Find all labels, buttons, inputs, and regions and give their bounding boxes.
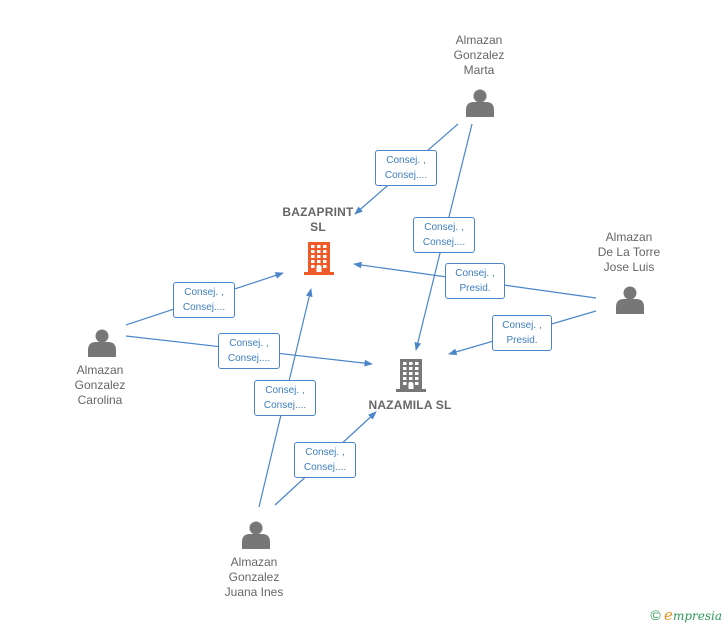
person-node-juana[interactable]: Almazan Gonzalez Juana Ines <box>199 555 309 600</box>
company-node-bazaprint[interactable]: BAZAPRINT SL <box>268 205 368 235</box>
building-icon[interactable] <box>396 359 426 392</box>
company-name-line: SL <box>310 220 326 234</box>
brand-logo[interactable]: © empresia <box>650 606 722 624</box>
edge-label-line: Consej. , <box>502 320 542 331</box>
edge-label-line: Consej.... <box>422 237 466 248</box>
edge-label-line: Consej. , <box>386 155 426 166</box>
person-name-line: Gonzalez <box>74 378 126 392</box>
edge-label-line: Consej.... <box>227 353 271 364</box>
person-node-jose[interactable]: Almazan De La Torre Jose Luis <box>574 230 684 275</box>
person-name-line: Juana Ines <box>224 585 284 599</box>
company-name-line: BAZAPRINT <box>282 205 354 219</box>
brand-name-rest: mpresia <box>672 609 722 623</box>
copyright-symbol: © <box>650 607 661 623</box>
person-icon[interactable] <box>242 521 270 550</box>
person-name-line: Gonzalez <box>453 48 505 62</box>
person-name-line: Almazan <box>230 555 278 569</box>
person-name-line: Almazan <box>605 230 653 244</box>
edge-label-line: Presid. <box>506 335 538 346</box>
person-icon[interactable] <box>466 89 494 118</box>
brand-initial: e <box>664 606 673 624</box>
edge-label-line: Consej. , <box>265 385 305 396</box>
edge-label-line: Consej.... <box>182 302 226 313</box>
company-node-nazamila[interactable]: NAZAMILA SL <box>355 398 465 413</box>
person-name-line: Marta <box>463 63 495 77</box>
edge-label-line: Consej.... <box>303 462 347 473</box>
edge-label-line: Consej.... <box>384 170 428 181</box>
edge-label-jose-nazamila[interactable]: Consej. , Presid. <box>492 315 552 351</box>
edge-label-line: Consej. , <box>305 447 345 458</box>
company-name-line: NAZAMILA SL <box>368 398 452 412</box>
person-name-line: Almazan <box>455 33 503 47</box>
person-node-marta[interactable]: Almazan Gonzalez Marta <box>424 33 534 78</box>
building-icon[interactable] <box>304 242 334 275</box>
person-name-line: Gonzalez <box>228 570 280 584</box>
edge-label-line: Consej.... <box>263 400 307 411</box>
person-name-line: Almazan <box>76 363 124 377</box>
edge-label-line: Consej. , <box>424 222 464 233</box>
edge-label-juana-bazaprint[interactable]: Consej. , Consej.... <box>254 380 316 416</box>
person-icon[interactable] <box>616 286 644 315</box>
icons-layer <box>88 89 644 550</box>
edge-label-jose-bazaprint[interactable]: Consej. , Presid. <box>445 263 505 299</box>
person-name-line: De La Torre <box>597 245 661 259</box>
edge-label-juana-nazamila[interactable]: Consej. , Consej.... <box>294 442 356 478</box>
edge-label-carolina-bazaprint[interactable]: Consej. , Consej.... <box>173 282 235 318</box>
edge-label-line: Consej. , <box>229 338 269 349</box>
edge-label-marta-nazamila[interactable]: Consej. , Consej.... <box>413 217 475 253</box>
edge-label-line: Consej. , <box>184 287 224 298</box>
edge-label-line: Presid. <box>459 283 491 294</box>
person-name-line: Jose Luis <box>603 260 655 274</box>
edge-label-line: Consej. , <box>455 268 495 279</box>
person-node-carolina[interactable]: Almazan Gonzalez Carolina <box>45 363 155 408</box>
edge-label-marta-bazaprint[interactable]: Consej. , Consej.... <box>375 150 437 186</box>
edge-label-carolina-nazamila[interactable]: Consej. , Consej.... <box>218 333 280 369</box>
person-name-line: Carolina <box>77 393 123 407</box>
person-icon[interactable] <box>88 329 116 358</box>
